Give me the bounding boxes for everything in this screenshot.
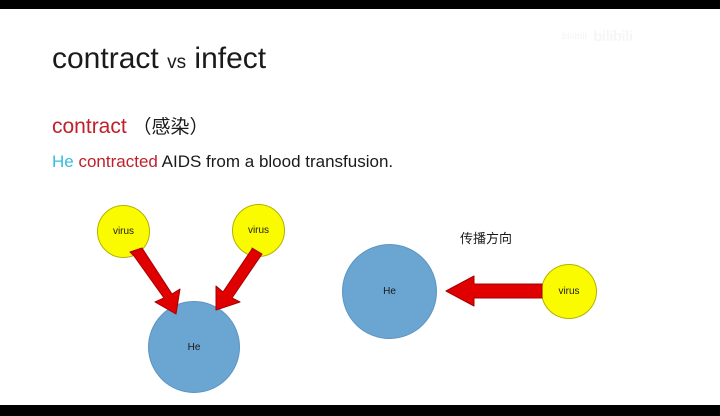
letterbox-top <box>0 0 720 9</box>
letterbox-bottom <box>0 405 720 416</box>
example-subject: He <box>52 152 74 171</box>
virus-circle-far-right-label: virus <box>558 286 580 297</box>
page-title: contract vs infect <box>52 44 266 74</box>
headword-gloss: （感染） <box>132 117 209 138</box>
person-circle-left-label: He <box>187 341 201 353</box>
transmission-direction-label: 传播方向 <box>460 231 513 246</box>
virus-circle-right-label: virus <box>247 225 270 236</box>
example-rest: AIDS from a blood transfusion. <box>157 152 394 171</box>
title-connector: vs <box>167 52 187 73</box>
title-right-word: infect <box>194 42 267 75</box>
watermark: bilibili bilibili <box>562 20 712 52</box>
headword-line: contract （感染） <box>52 116 209 137</box>
watermark-text: bilibili <box>562 31 588 41</box>
arrow-left-icon <box>445 275 543 307</box>
bilibili-logo-icon: bilibili <box>593 27 633 45</box>
virus-circle-left-label: virus <box>112 226 135 237</box>
arrow-down-left-icon <box>215 247 263 311</box>
example-verb: contracted <box>78 152 158 171</box>
person-circle-left: He <box>148 301 240 393</box>
virus-circle-far-right: virus <box>541 264 597 319</box>
person-circle-right-label: He <box>383 286 396 297</box>
arrow-down-right-icon <box>129 247 181 315</box>
title-left-word: contract <box>52 42 159 75</box>
virus-circle-left: virus <box>97 205 150 258</box>
headword: contract <box>52 115 127 138</box>
person-circle-right: He <box>342 244 437 339</box>
example-sentence: He contracted AIDS from a blood transfus… <box>52 153 393 170</box>
